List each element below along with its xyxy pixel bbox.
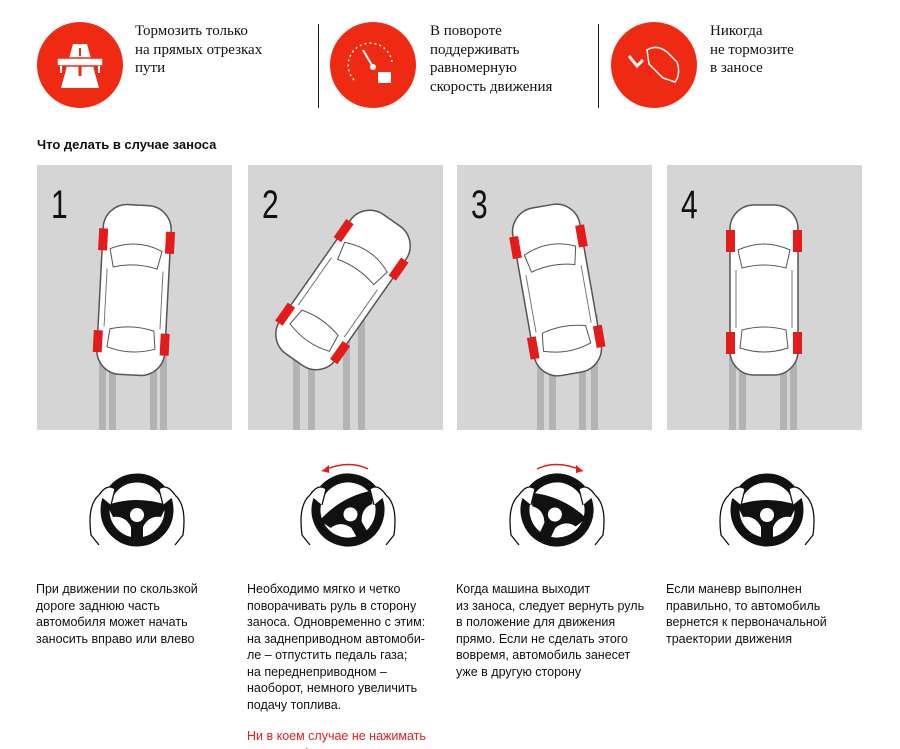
description-line: поворачивать руль в сторону [247,598,417,613]
wheel-rl [275,302,296,326]
description-line: наоборот, немного увеличить [247,681,418,695]
wheel-fr [164,231,176,255]
step-description: Когда машина выходит из заноса, следует в… [456,581,656,680]
tire-track [308,315,315,430]
step-number: 3 [471,183,488,227]
step-panel: 3 [457,165,652,430]
description-line: уже в другую сторону [456,664,582,679]
car-illustration [275,209,411,430]
tip-line: равномерную [430,60,517,76]
steering-wheel-icon [288,455,408,555]
tip-text-2: В повороте поддерживать равномерную скор… [430,22,552,96]
description-line: Когда машина выходит [456,582,591,596]
road-icon [37,22,123,108]
description-line: подачу топлива. [247,697,342,712]
tire-track [591,315,598,430]
step-description: Если маневр выполнен правильно, то автомо… [666,581,866,647]
step-panel: 1 [37,165,232,430]
wheel-rr [793,332,802,354]
skid-icon [611,22,697,108]
step-panel: 4 [667,165,862,430]
tip-line: скорость движения [430,78,553,95]
car-illustration [509,203,606,430]
tip-line: Тормозить только [135,23,248,39]
tip-line: поддерживать [430,41,520,58]
wheel-fl [726,230,735,252]
car [275,209,411,371]
tip-text-1: Тормозить только на прямых отрезках пути [135,22,262,78]
wheel-rr [159,333,170,356]
wheel-rr [592,324,606,348]
tire-track [99,315,106,430]
tire-track [358,315,365,430]
tip-line: на прямых отрезках [135,41,263,58]
car [509,203,606,377]
description-line: заноса. Одновременно с этим: [247,615,426,629]
wheel-fl [333,219,354,243]
wheel-fl [509,235,522,260]
tire-track [293,315,300,430]
tire-track [729,315,736,430]
description-line: на заднеприводном автомоби- [247,631,425,646]
tip-line: не тормозите [710,41,794,58]
divider [318,24,319,108]
divider [598,24,599,108]
description-line: правильно, то автомобиль [666,598,821,613]
tip-line: В повороте [430,23,502,39]
section-title: Что делать в случае заноса [37,137,217,152]
tire-track [343,315,350,430]
car-illustration [726,204,802,430]
car [92,203,176,377]
step-number: 2 [262,183,279,227]
wheel-fl [98,228,109,251]
step-number: 4 [681,183,698,227]
tip-text-3: Никогда не тормозите в заносе [710,22,794,78]
description-line: в положение для движения [456,615,616,629]
description-line: траектории движения [666,631,793,646]
description-line: дороге заднюю часть [36,598,160,613]
description-line: на переднеприводном – [247,664,387,679]
description-line: Необходимо мягко и четко [247,582,401,596]
car [726,204,802,376]
step-description: Необходимо мягко и четко поворачивать рул… [247,581,447,749]
steering-wheel-icon [497,455,617,555]
description-line: автомобиля может начать [36,615,188,629]
speedometer-icon [330,22,416,108]
description-line: прямо. Если не сделать этого [456,631,629,646]
car-illustration [92,203,176,430]
tip-line: пути [135,60,166,76]
wheel-rl [726,332,735,354]
step-description: При движении по скользкой дороге заднюю ч… [36,581,236,647]
step-number: 1 [51,183,68,227]
wheel-rr [330,341,351,365]
steering-wheel-icon [707,455,827,555]
step-panel: 2 [248,165,443,430]
description-line: При движении по скользкой [36,582,198,596]
wheel-fr [575,224,588,248]
tire-track [537,315,544,430]
tip-line: Никогда [710,23,763,39]
tire-track [160,315,167,430]
wheel-fr [388,257,409,281]
description-line: заносить вправо или влево [36,631,195,646]
description-line: вернется к первоначальной [666,615,827,629]
tip-line: в заносе [710,60,763,76]
steering-wheel-icon [77,455,197,555]
description-line: Если маневр выполнен [666,582,802,596]
wheel-fr [793,230,802,252]
description-line: из заноса, следует вернуть руль [456,598,645,613]
description-line: вовремя, автомобиль занесет [456,648,631,662]
wheel-rl [92,329,103,353]
wheel-rl [526,336,540,360]
tire-track [790,315,797,430]
brake-warning: Ни в коем случае не нажимать на тормоз! [247,729,426,749]
description-line: ле – отпустить педаль газа; [247,648,408,662]
